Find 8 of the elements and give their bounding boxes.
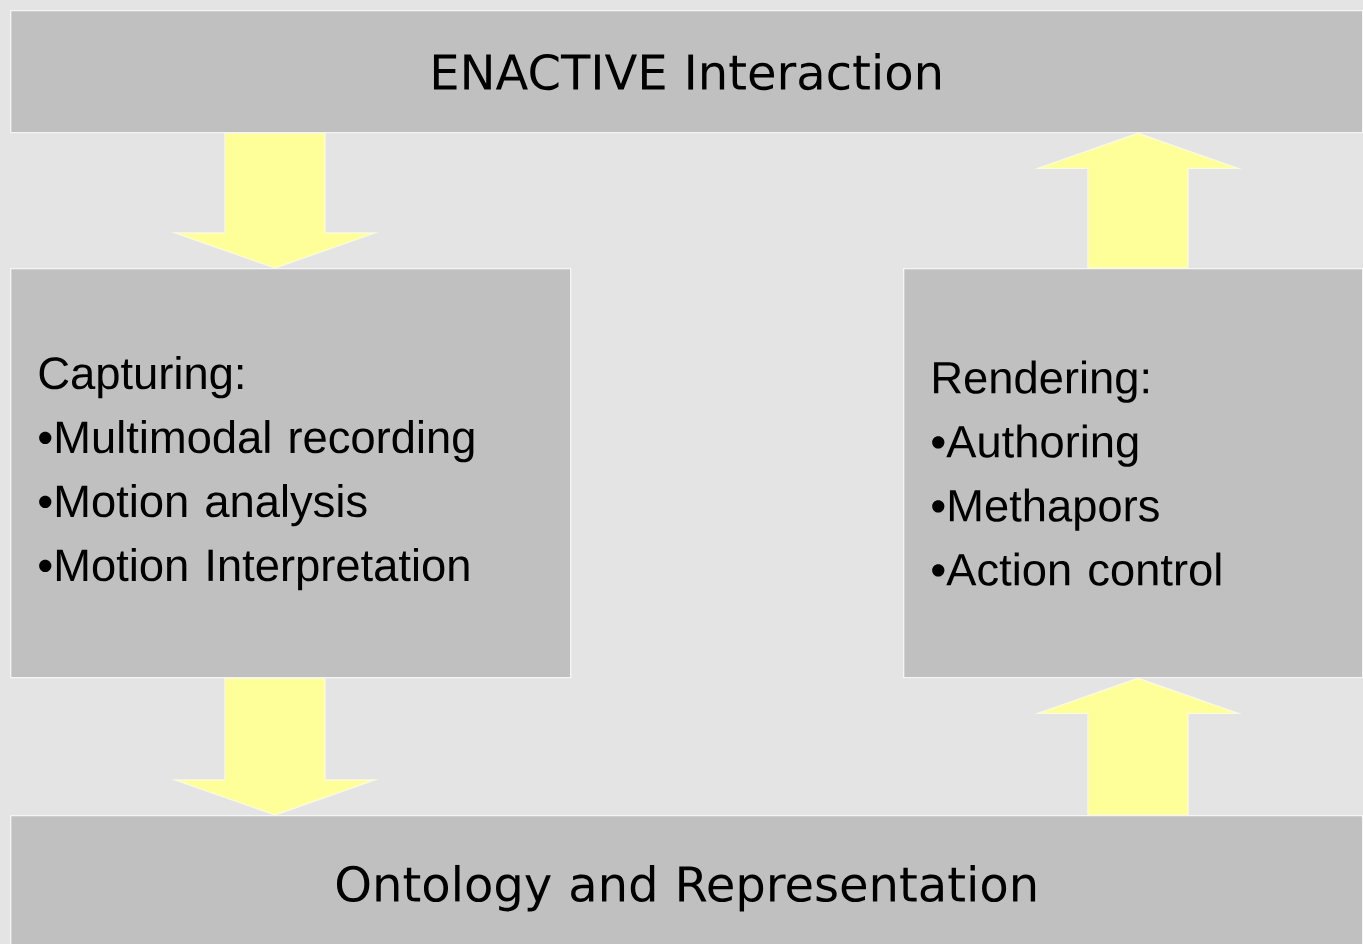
block-arrow bbox=[171, 677, 379, 816]
title-box: ENACTIVE Interaction bbox=[10, 10, 1363, 134]
list-box: Capturing: •Multimodal recording •Motion analysis •Motion Interpretation bbox=[10, 268, 572, 679]
list-box: Rendering: •Authoring •Methapors •Action control bbox=[903, 268, 1363, 679]
block-arrow bbox=[1034, 677, 1242, 816]
block-arrow bbox=[1034, 132, 1242, 269]
block-arrow bbox=[171, 132, 379, 269]
title-box: Ontology and Representation bbox=[10, 815, 1363, 944]
